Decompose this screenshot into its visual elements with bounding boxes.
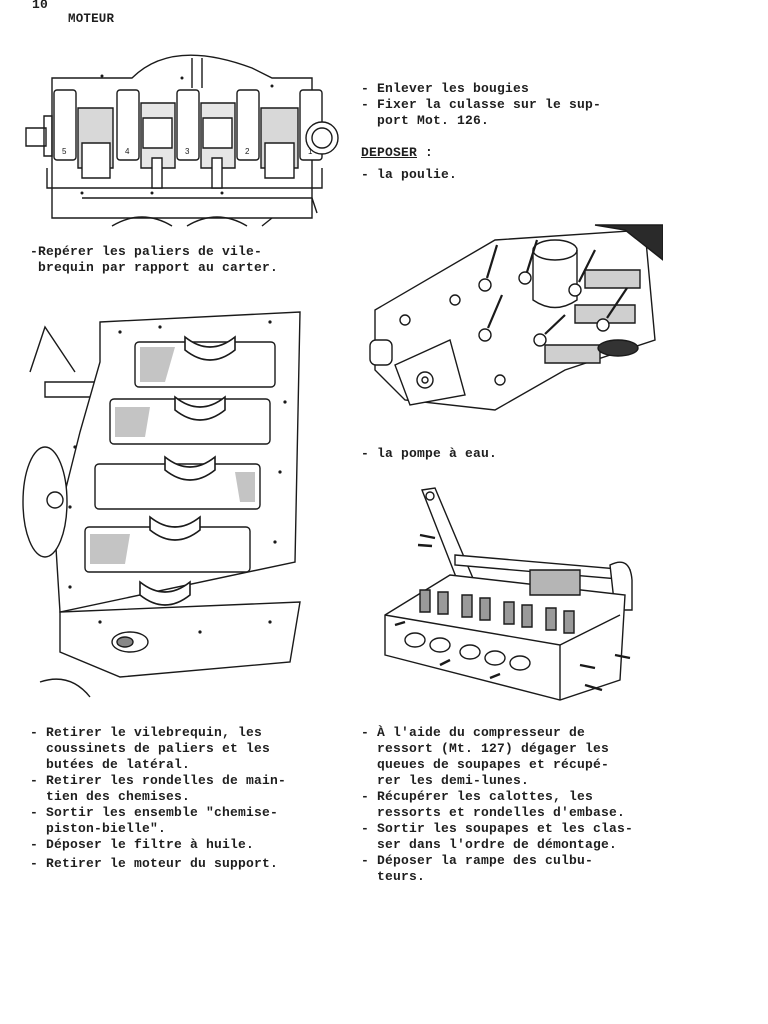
deposer-heading: DEPOSER <box>361 145 418 160</box>
instruction-line: teurs. <box>361 869 426 884</box>
cylinder-head-valve-compressor-illustration <box>380 480 642 702</box>
instruction-line: tien des chemises. <box>30 789 191 804</box>
instruction-line: piston-bielle". <box>30 821 167 836</box>
instruction-line: - Déposer le filtre à huile. <box>30 837 255 852</box>
svg-text:5: 5 <box>62 147 67 156</box>
main-bearing-caps <box>140 337 235 605</box>
figure-2-caption: - la pompe à eau. <box>361 446 498 461</box>
instruction-line: - Récupérer les calottes, les <box>361 789 594 804</box>
instruction-line: - Retirer le vilebrequin, les <box>30 725 263 740</box>
instruction-line: - Sortir les soupapes et les clas- <box>361 821 634 836</box>
instruction-line: - Retirer le moteur du support. <box>30 856 279 871</box>
figure-1-caption-line-1: -Repérer les paliers de vile- <box>30 244 263 259</box>
crankcase-bearings-illustration: 5 4 3 2 1 <box>22 48 358 236</box>
svg-text:3: 3 <box>185 147 190 156</box>
instruction-line: ressort (Mt. 127) dégager les <box>361 741 610 756</box>
crankcase-underside-illustration <box>0 302 330 700</box>
instruction-line: rer les demi-lunes. <box>361 773 530 788</box>
instruction-line: - Déposer la rampe des culbu- <box>361 853 594 868</box>
instruction-line: coussinets de paliers et les <box>30 741 271 756</box>
instruction-line: - Retirer les rondelles de main- <box>30 773 287 788</box>
main-bearing-caps <box>54 90 322 160</box>
page-number: 10 <box>32 0 49 12</box>
step-fix-cylinder-head-cont: port Mot. 126. <box>361 113 490 128</box>
instruction-line: queues de soupapes et récupé- <box>361 757 610 772</box>
figure-1-caption-line-2: brequin par rapport au carter. <box>30 260 279 275</box>
step-fix-cylinder-head: - Fixer la culasse sur le sup- <box>361 97 602 112</box>
instruction-line: - À l'aide du compresseur de <box>361 725 586 740</box>
water-pump-illustration <box>365 220 663 412</box>
step-remove-spark-plugs: - Enlever les bougies <box>361 81 530 96</box>
instruction-line: ressorts et rondelles d'embase. <box>361 805 626 820</box>
bolt-arrows <box>487 240 627 334</box>
svg-text:2: 2 <box>245 147 250 156</box>
deposer-heading-row: DEPOSER : <box>361 145 433 161</box>
instruction-line: - Sortir les ensemble "chemise- <box>30 805 279 820</box>
instruction-line: butées de latéral. <box>30 757 191 772</box>
deposer-pulley: - la poulie. <box>361 167 458 182</box>
svg-text:4: 4 <box>125 147 130 156</box>
section-title: MOTEUR <box>68 12 115 26</box>
deposer-colon: : <box>417 145 434 160</box>
svg-text:1: 1 <box>308 147 313 156</box>
instruction-line: ser dans l'ordre de démontage. <box>361 837 618 852</box>
